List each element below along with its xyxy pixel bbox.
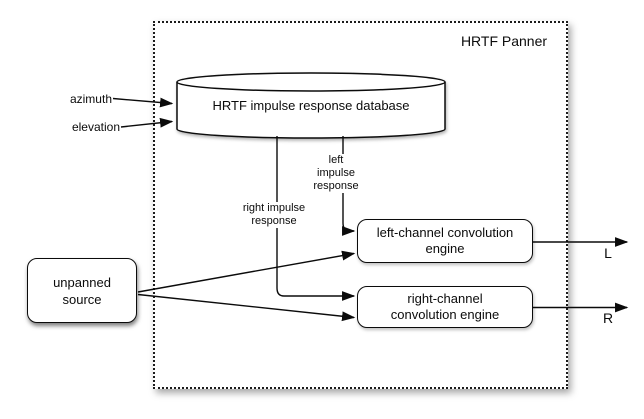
cylinder-top-rim xyxy=(176,81,446,92)
right-engine-line-2: convolution engine xyxy=(390,307,500,322)
left-channel-convolution-engine-node: left-channel convolution engine xyxy=(357,219,533,263)
right-channel-convolution-engine-node: right-channel convolution engine xyxy=(357,286,533,328)
elevation-input-label: elevation xyxy=(71,120,120,134)
right-impulse-line-2: response xyxy=(251,215,297,227)
left-impulse-arrow xyxy=(342,136,356,236)
right-impulse-response-label: right impulse response xyxy=(232,202,316,228)
database-label: HRTF impulse response database xyxy=(212,98,410,113)
left-engine-line-1: left-channel convolution xyxy=(376,225,514,240)
source-to-left-engine-arrow xyxy=(137,250,356,293)
unpanned-source-line-2: source xyxy=(62,291,102,307)
left-output-label: L xyxy=(604,245,612,261)
database-cylinder xyxy=(176,72,446,139)
right-impulse-arrow xyxy=(276,136,356,301)
panner-title: HRTF Panner xyxy=(460,33,548,49)
right-output-label: R xyxy=(602,310,614,326)
left-engine-line-2: engine xyxy=(425,241,465,256)
left-impulse-response-label: left impulse response xyxy=(306,154,366,193)
source-to-right-engine-arrow xyxy=(137,293,356,322)
left-impulse-line-1: left xyxy=(328,154,344,166)
left-impulse-line-3: response xyxy=(313,180,359,192)
left-impulse-line-2: impulse xyxy=(317,167,355,179)
elevation-arrow xyxy=(120,117,174,128)
right-engine-line-1: right-channel xyxy=(407,291,483,306)
azimuth-input-label: azimuth xyxy=(69,92,112,106)
unpanned-source-node: unpanned source xyxy=(27,258,137,323)
right-impulse-line-1: right impulse xyxy=(242,202,306,214)
unpanned-source-line-1: unpanned xyxy=(53,274,111,290)
azimuth-arrow xyxy=(112,97,174,108)
